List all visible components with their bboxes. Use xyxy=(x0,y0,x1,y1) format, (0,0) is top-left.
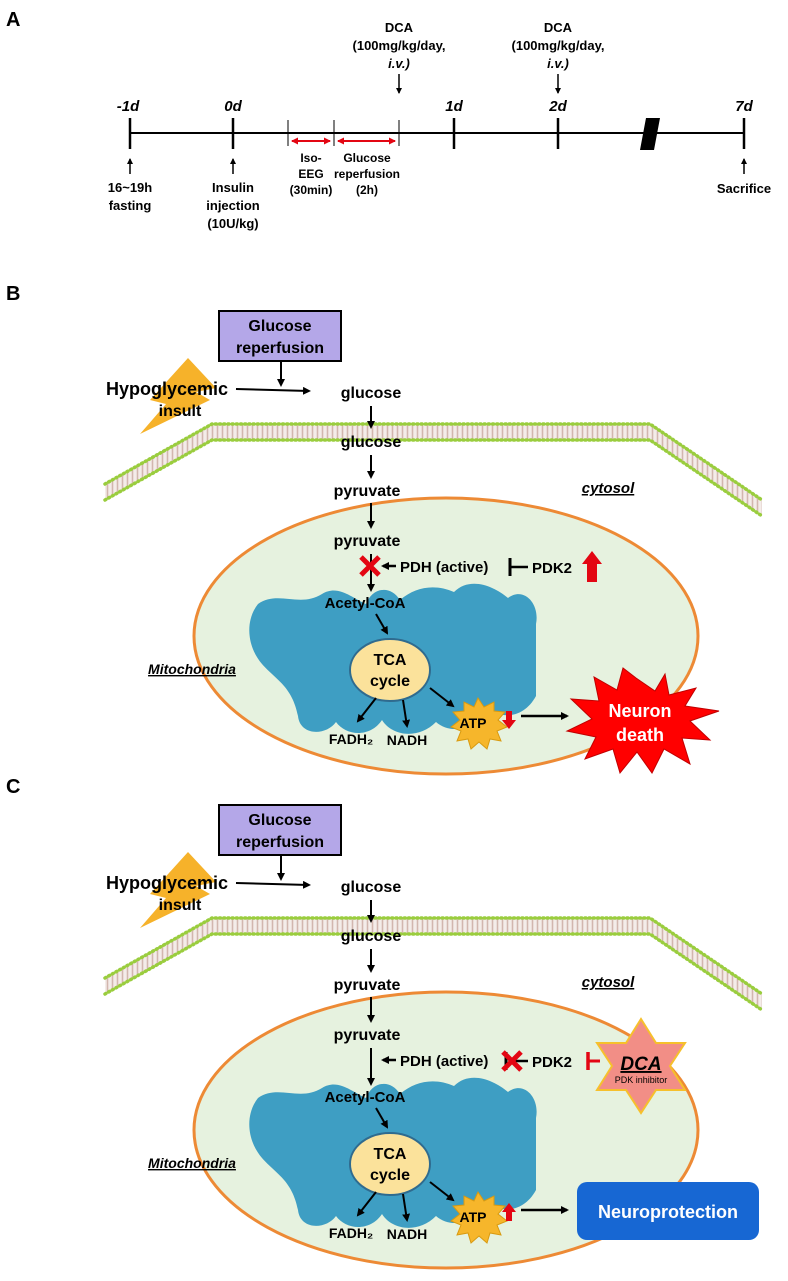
day-label-1: 1d xyxy=(445,98,463,115)
dca-label: DCA xyxy=(620,1054,661,1075)
svg-text:16~19h: 16~19h xyxy=(108,180,153,195)
day-label-7: 7d xyxy=(735,98,753,115)
atp-burst xyxy=(450,696,508,750)
iso-eeg-label: Iso- EEG (30min) xyxy=(290,151,333,197)
svg-text:Sacrifice: Sacrifice xyxy=(717,181,771,196)
up-arrow-icon xyxy=(502,1203,516,1221)
svg-text:reperfusion: reperfusion xyxy=(236,340,324,357)
dca-star xyxy=(595,1017,687,1115)
glucose-reperfusion-box xyxy=(218,310,342,362)
panel-label-c: C xyxy=(6,776,20,798)
glucose-reperfusion-period-label: Glucose reperfusion (2h) xyxy=(334,151,400,197)
svg-text:Glucose: Glucose xyxy=(248,812,311,829)
pdh-label: PDH (active) xyxy=(400,559,488,576)
fadh2-label: FADH₂ xyxy=(329,731,373,747)
blocked-x-icon xyxy=(359,555,381,577)
svg-text:Insulin: Insulin xyxy=(212,180,254,195)
svg-text:TCA: TCA xyxy=(374,652,407,669)
glucose-intracellular: glucose xyxy=(341,434,402,451)
neuroprotection-box xyxy=(577,1182,759,1240)
day-label-2: 2d xyxy=(548,98,567,115)
pdh-label: PDH (active) xyxy=(400,1053,488,1070)
fadh2-label: FADH₂ xyxy=(329,1225,373,1241)
svg-text:DCA: DCA xyxy=(385,20,414,35)
svg-text:(100mg/kg/day,: (100mg/kg/day, xyxy=(353,38,446,53)
pdk2-label: PDK2 xyxy=(532,1054,572,1071)
glucose-intracellular: glucose xyxy=(341,928,402,945)
svg-text:i.v.): i.v.) xyxy=(547,56,569,71)
atp-label: ATP xyxy=(460,715,487,731)
axis-break-mark xyxy=(640,118,660,150)
day-label-minus1: -1d xyxy=(117,98,140,115)
pathway-c: Glucose reperfusion Hypoglycemic insult … xyxy=(103,804,764,1270)
svg-text:insult: insult xyxy=(159,403,202,420)
svg-text:DCA: DCA xyxy=(544,20,573,35)
cell-membrane xyxy=(103,916,764,1012)
atp-label: ATP xyxy=(460,1209,487,1225)
svg-text:(30min): (30min) xyxy=(290,183,333,197)
cell-membrane xyxy=(103,422,764,518)
svg-text:cycle: cycle xyxy=(370,1167,410,1184)
lightning-bolt-icon xyxy=(140,358,216,434)
insulin-label: Insulin injection (10U/kg) xyxy=(206,158,260,231)
day-label-0: 0d xyxy=(224,98,242,115)
fasting-label: 16~19h fasting xyxy=(108,158,153,213)
svg-text:cycle: cycle xyxy=(370,673,410,690)
svg-text:insult: insult xyxy=(159,897,202,914)
svg-text:(2h): (2h) xyxy=(356,183,378,197)
cytosol-label: cytosol xyxy=(582,480,635,497)
pdk2-label: PDK2 xyxy=(532,560,572,577)
pathway-b: Glucose reperfusion Hypoglycemic insult … xyxy=(103,310,764,776)
svg-text:EEG: EEG xyxy=(298,167,323,181)
pyruvate-cytosol: pyruvate xyxy=(334,977,401,994)
nadh-label: NADH xyxy=(387,1226,427,1242)
svg-text:Glucose: Glucose xyxy=(343,151,391,165)
svg-text:reperfusion: reperfusion xyxy=(334,167,400,181)
sacrifice-label: Sacrifice xyxy=(717,158,771,196)
glucose-extracellular: glucose xyxy=(341,385,402,402)
dca-dose-2: DCA (100mg/kg/day, i.v.) xyxy=(512,20,605,94)
glucose-reperfusion-box xyxy=(218,804,342,856)
hypoglycemic-insult-label: Hypoglycemic xyxy=(106,379,228,399)
timeline: -1d 0d 1d 2d 7d DCA (100mg/kg/day, i.v.)… xyxy=(108,20,771,231)
atp-burst xyxy=(450,1190,508,1244)
svg-text:reperfusion: reperfusion xyxy=(236,834,324,851)
nadh-label: NADH xyxy=(387,732,427,748)
down-arrow-icon xyxy=(502,711,516,729)
pyruvate-mitochondria: pyruvate xyxy=(334,1027,401,1044)
cytosol-label: cytosol xyxy=(582,974,635,991)
svg-text:death: death xyxy=(616,725,664,745)
svg-text:Glucose: Glucose xyxy=(248,318,311,335)
mitochondria-label: Mitochondria xyxy=(148,1155,236,1171)
glucose-extracellular: glucose xyxy=(341,879,402,896)
svg-text:Iso-: Iso- xyxy=(300,151,321,165)
tca-cycle xyxy=(349,1132,431,1196)
tca-cycle xyxy=(349,638,431,702)
svg-text:(100mg/kg/day,: (100mg/kg/day, xyxy=(512,38,605,53)
svg-text:injection: injection xyxy=(206,198,260,213)
acetyl-coa-label: Acetyl-CoA xyxy=(325,1089,406,1106)
lightning-bolt-icon xyxy=(140,852,216,928)
neuron-death-label: Neuron xyxy=(609,701,672,721)
svg-text:(10U/kg): (10U/kg) xyxy=(207,216,258,231)
neuron-death-burst xyxy=(565,667,720,775)
mitochondria-label: Mitochondria xyxy=(148,661,236,677)
acetyl-coa-label: Acetyl-CoA xyxy=(325,595,406,612)
pyruvate-mitochondria: pyruvate xyxy=(334,533,401,550)
up-arrow-icon xyxy=(582,551,602,582)
panel-label-b: B xyxy=(6,283,20,305)
svg-text:i.v.): i.v.) xyxy=(388,56,410,71)
hypoglycemic-insult-label: Hypoglycemic xyxy=(106,873,228,893)
blocked-x-icon xyxy=(501,1050,523,1072)
svg-text:fasting: fasting xyxy=(109,198,152,213)
neuroprotection-label: Neuroprotection xyxy=(598,1202,738,1222)
dca-dose-1: DCA (100mg/kg/day, i.v.) xyxy=(353,20,446,94)
dca-subtitle: PDK inhibitor xyxy=(615,1075,668,1085)
panel-label-a: A xyxy=(6,9,20,31)
svg-text:TCA: TCA xyxy=(374,1146,407,1163)
pyruvate-cytosol: pyruvate xyxy=(334,483,401,500)
